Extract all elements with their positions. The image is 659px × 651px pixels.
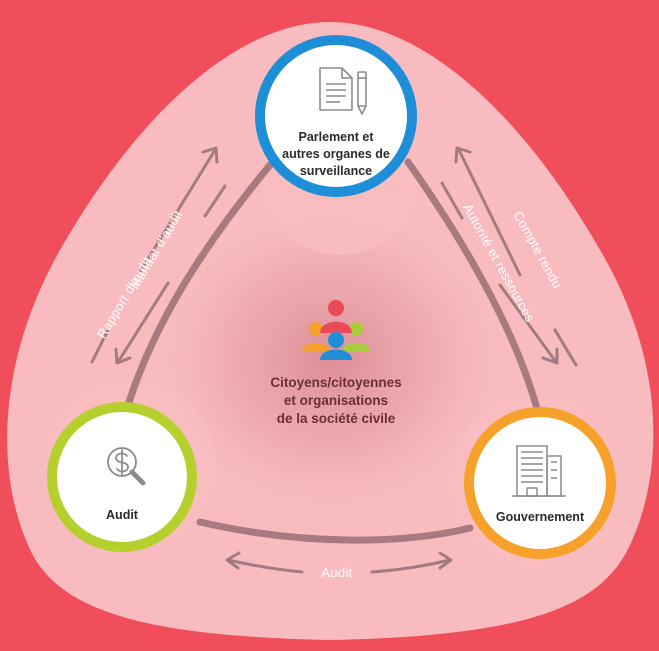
- people-group-icon: [302, 300, 370, 360]
- arrow-rapport-head: [201, 146, 219, 164]
- audit-node-label: Audit: [106, 508, 139, 522]
- arrow-compte-head: [454, 146, 472, 164]
- bottom-arrow: [225, 551, 453, 574]
- right-arrows: [440, 146, 578, 367]
- line-bottom: [196, 518, 474, 544]
- arrow-mandat: [116, 184, 227, 364]
- center-line-3: de la société civile: [277, 411, 396, 426]
- node-audit: Audit: [47, 402, 197, 552]
- label-bottom-audit: Audit: [321, 565, 352, 580]
- arrow-audit-right: [370, 558, 452, 574]
- center-line-2: et organisations: [284, 393, 388, 408]
- arrow-compte: [456, 146, 578, 367]
- arrow-rapport: [90, 148, 217, 364]
- parliament-line-2: autres organes de: [282, 147, 390, 161]
- center-line-1: Citoyens/citoyennes: [270, 375, 401, 390]
- left-arrows: [90, 146, 227, 365]
- arrow-audit-left-head: [225, 551, 241, 570]
- government-node-label: Gouvernement: [496, 510, 585, 524]
- arrow-mandat-head: [114, 347, 132, 365]
- document-pen-icon: [319, 67, 367, 115]
- line-left: [121, 161, 274, 419]
- dollar-magnifier-icon: [107, 447, 146, 486]
- office-building-icon: [512, 445, 566, 497]
- parliament-line-1: Parlement et: [298, 130, 374, 144]
- arrow-autorite: [440, 181, 558, 364]
- parliament-line-3: surveillance: [300, 164, 372, 178]
- line-right: [404, 158, 544, 424]
- arrow-audit-left: [226, 558, 304, 574]
- node-parliament: Parlement et autres organes de surveilla…: [255, 35, 417, 197]
- node-government: Gouvernement: [464, 407, 616, 559]
- arrow-audit-right-head: [438, 551, 453, 570]
- arrow-autorite-head: [541, 347, 559, 365]
- triangle-lines: [121, 158, 544, 544]
